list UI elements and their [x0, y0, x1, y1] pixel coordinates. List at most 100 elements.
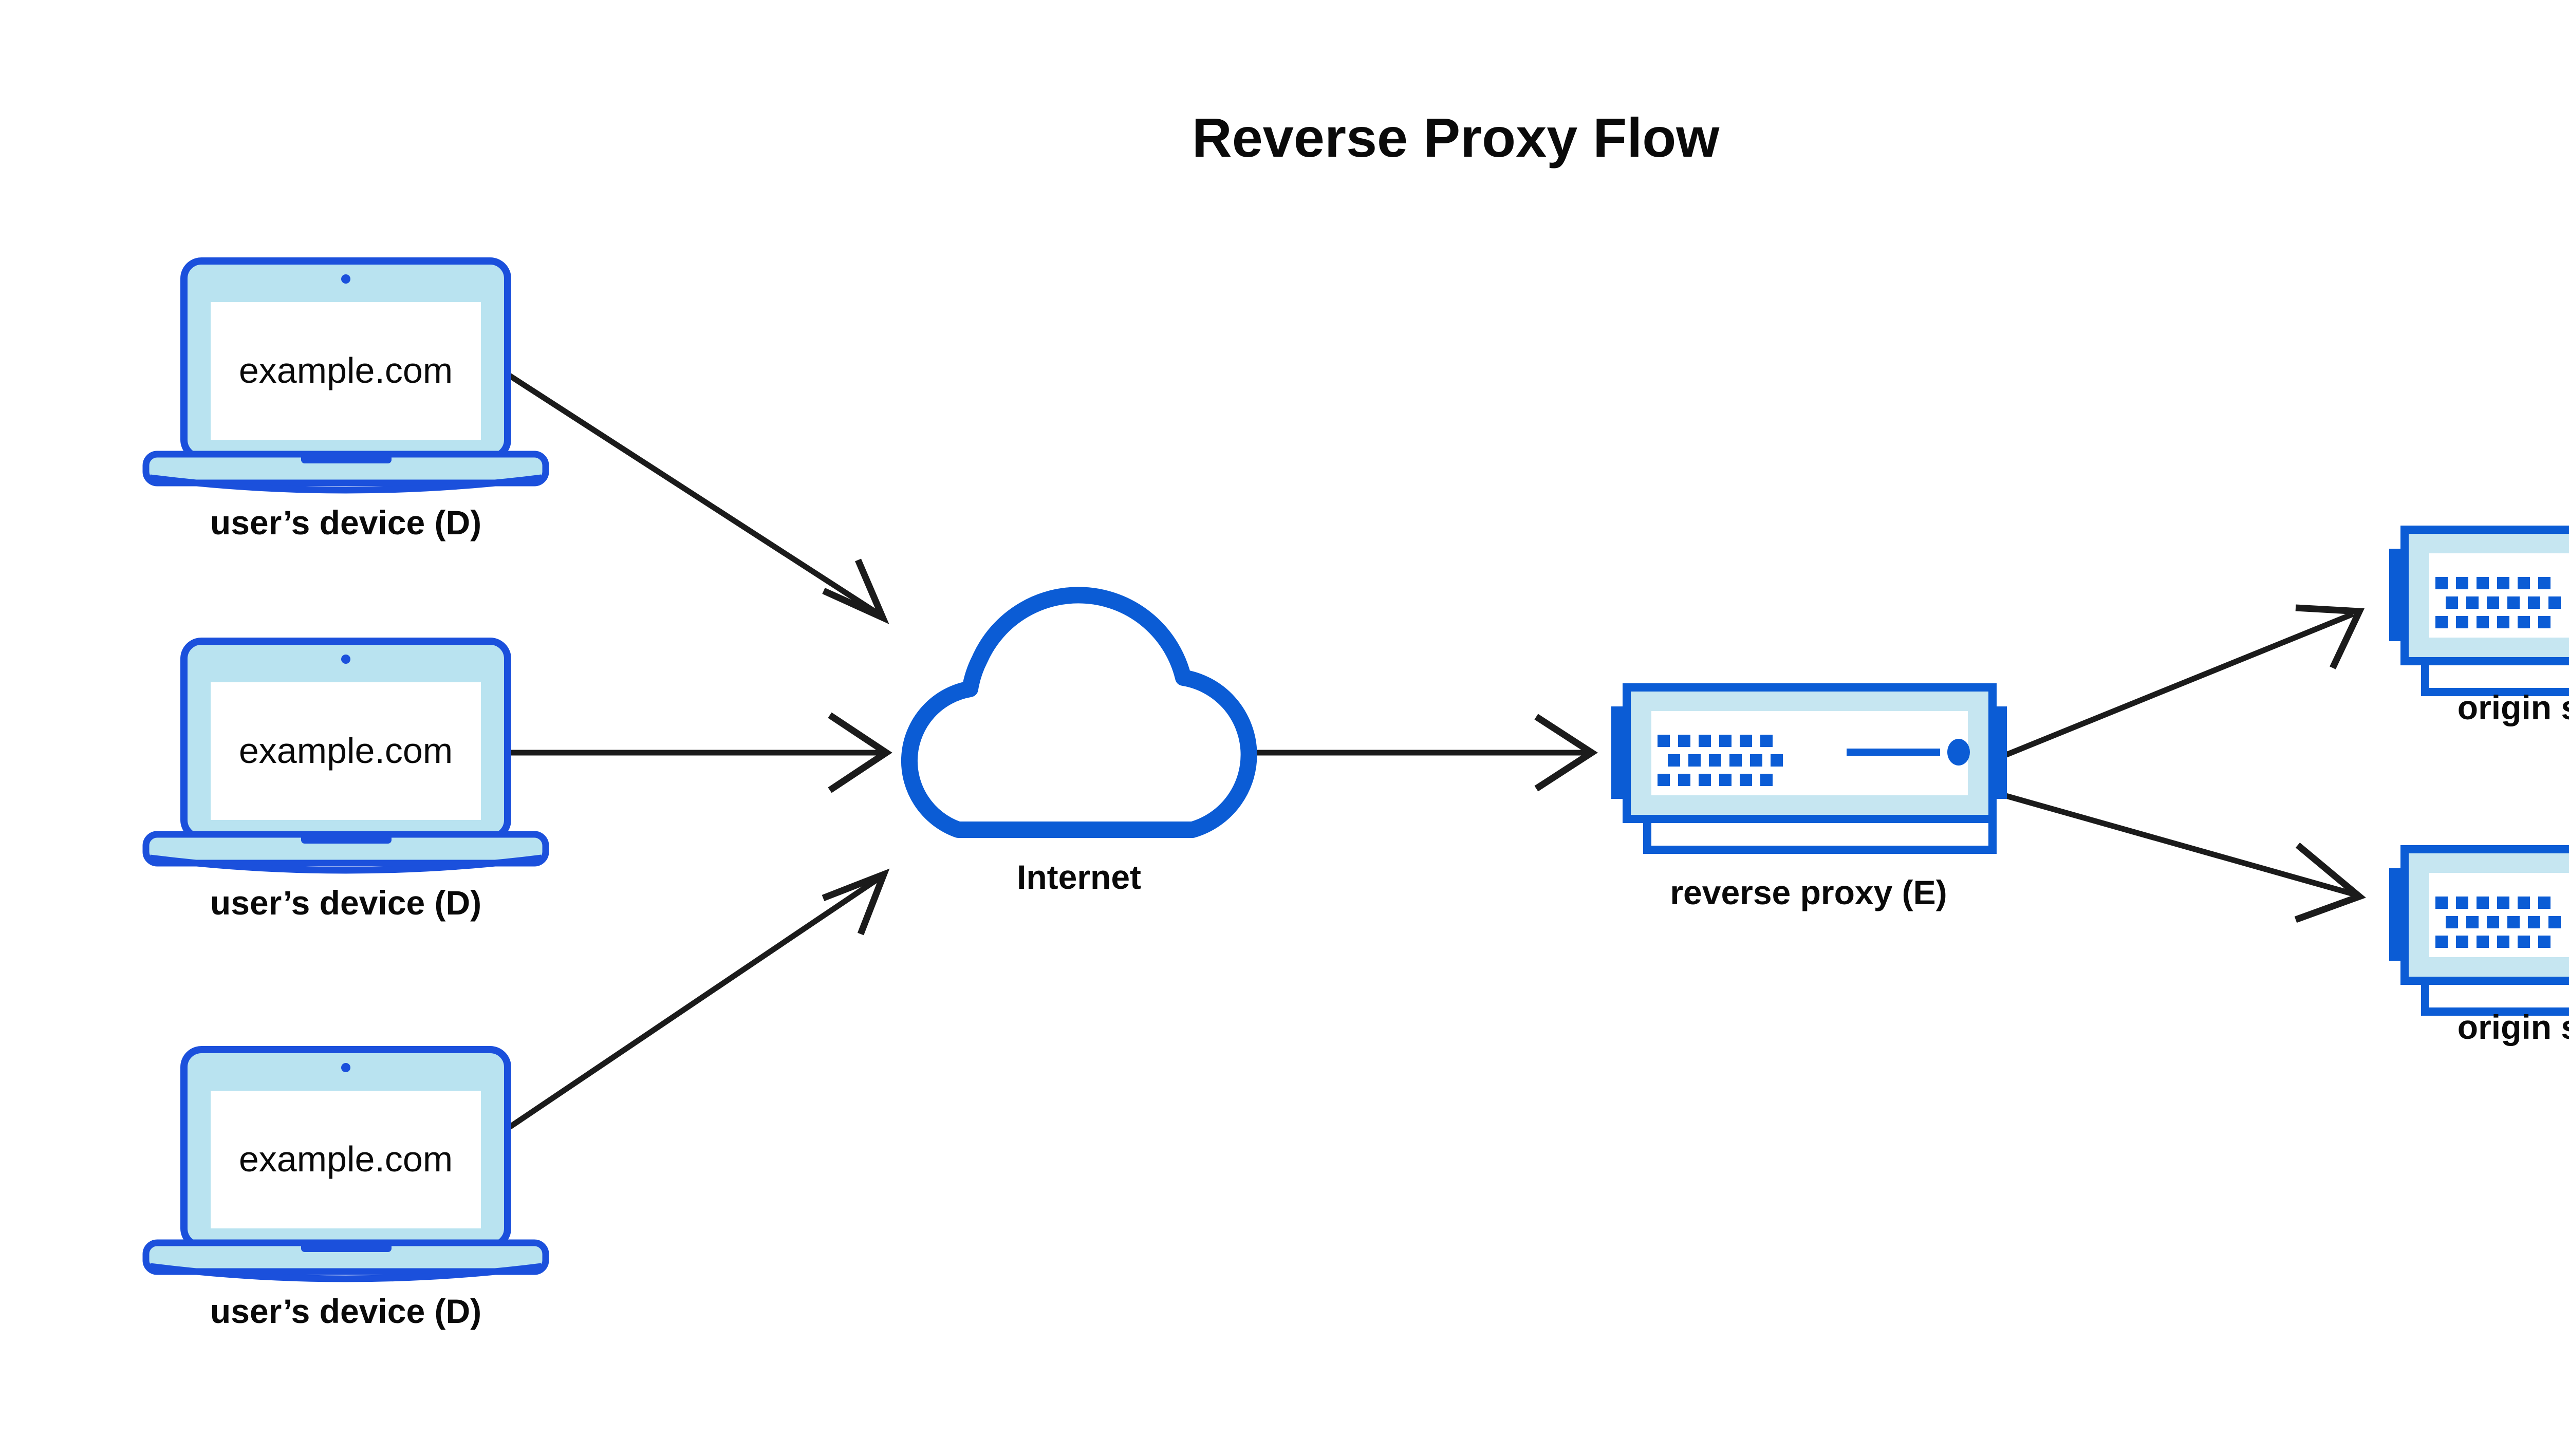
server-vent-square: [2538, 616, 2551, 628]
client-bottom-label: user’s device (D): [210, 1292, 481, 1330]
client-screen-text: example.com: [239, 731, 453, 771]
origin-bottom-group[interactable]: origin server (F): [2389, 845, 2569, 1046]
laptop-base-lip: [150, 1263, 542, 1282]
server-vent-square: [1658, 735, 1670, 747]
server-status-dot-icon: [1947, 739, 1970, 766]
server-vent-square: [1658, 774, 1670, 786]
server-vent-square: [1709, 754, 1721, 767]
server-vent-square: [1678, 774, 1690, 786]
server-icon: [1611, 683, 2007, 854]
flow-internet-to-proxy: [1254, 714, 1598, 792]
laptop-screen: [211, 302, 481, 440]
laptop-icon: [142, 1046, 549, 1282]
server-vent-square: [2477, 897, 2489, 909]
server-vent-square: [2538, 897, 2551, 909]
client-top-group[interactable]: example.com user’s device (D): [142, 257, 549, 542]
laptop-icon: [142, 638, 549, 874]
cloud-icon: [901, 587, 1257, 838]
flow-client-top-to-internet: [507, 372, 889, 624]
internet-label: Internet: [1017, 858, 1141, 896]
flow-client-middle-to-internet: [509, 712, 892, 793]
client-top-label: user’s device (D): [210, 503, 481, 542]
server-vent-square: [2477, 936, 2489, 948]
origin-bottom-label: origin server (F): [2458, 1008, 2569, 1046]
laptop-base-lip: [150, 854, 542, 874]
server-base-shelf: [2421, 977, 2569, 1016]
laptop-icon: [142, 257, 549, 494]
client-middle-label: user’s device (D): [210, 884, 481, 922]
server-vent-square: [2548, 916, 2561, 928]
server-vent-square: [1688, 754, 1701, 767]
server-base-shelf: [1643, 815, 1997, 854]
laptop-camera-icon: [341, 1063, 350, 1072]
server-vent-square: [2507, 596, 2520, 609]
server-vent-square: [1699, 735, 1711, 747]
server-vent-square: [2466, 596, 2479, 609]
laptop-base-lip: [150, 474, 542, 494]
server-vent-square: [1678, 735, 1690, 747]
server-vent-square: [2466, 916, 2479, 928]
server-vent-square: [2435, 616, 2448, 628]
server-vent-square: [2538, 577, 2551, 589]
server-vent-square: [2497, 616, 2509, 628]
client-bottom-group[interactable]: example.com user’s device (D): [142, 1046, 549, 1330]
origin-top-group[interactable]: origin server (F): [2389, 526, 2569, 726]
laptop-screen: [211, 1091, 481, 1228]
reverse-proxy-group[interactable]: reverse proxy (E): [1611, 683, 2007, 911]
flow-proxy-to-origin-top: [1997, 604, 2365, 761]
flow-proxy-to-origin-bottom: [1998, 791, 2366, 923]
laptop-trackpad-notch: [301, 454, 392, 463]
server-vent-square: [1771, 754, 1783, 767]
server-vent-square: [1729, 754, 1742, 767]
laptop-trackpad-notch: [301, 1243, 392, 1252]
server-vent-square: [1740, 735, 1752, 747]
server-vent-square: [2477, 577, 2489, 589]
reverse-proxy-label: reverse proxy (E): [1670, 873, 1947, 911]
server-vent-square: [2538, 936, 2551, 948]
server-vent-square: [1760, 735, 1773, 747]
server-vent-square: [2548, 596, 2561, 609]
server-vent-square: [1719, 774, 1732, 786]
laptop-camera-icon: [341, 655, 350, 664]
server-vent-square: [2518, 936, 2530, 948]
server-vent-square: [1740, 774, 1752, 786]
origin-top-label: origin server (F): [2458, 688, 2569, 726]
server-icon: [2389, 845, 2569, 1016]
flow-arrows-layer: [507, 372, 2366, 1130]
server-vent-square: [1760, 774, 1773, 786]
server-vent-square: [2497, 577, 2509, 589]
server-vent-square: [2435, 936, 2448, 948]
client-middle-group[interactable]: example.com user’s device (D): [142, 638, 549, 922]
server-vent-square: [2528, 596, 2540, 609]
server-vent-square: [2456, 616, 2468, 628]
server-vent-square: [1719, 735, 1732, 747]
server-vent-square: [1750, 754, 1762, 767]
server-vent-square: [2487, 916, 2499, 928]
internet-group[interactable]: Internet: [901, 587, 1257, 896]
server-vent-square: [2518, 577, 2530, 589]
client-screen-text: example.com: [239, 350, 453, 390]
server-vent-square: [2528, 916, 2540, 928]
server-vent-square: [2435, 897, 2448, 909]
server-vent-square: [2518, 897, 2530, 909]
client-screen-text: example.com: [239, 1139, 453, 1179]
server-vent-square: [1668, 754, 1680, 767]
server-base-shelf: [2421, 657, 2569, 696]
server-vent-square: [2456, 897, 2468, 909]
server-vent-square: [2477, 616, 2489, 628]
server-vent-square: [2435, 577, 2448, 589]
server-vent-square: [2497, 897, 2509, 909]
server-vent-square: [2507, 916, 2520, 928]
server-vent-square: [2446, 596, 2458, 609]
server-vent-square: [2446, 916, 2458, 928]
server-icon: [2389, 526, 2569, 696]
laptop-trackpad-notch: [301, 834, 392, 844]
server-vent-square: [2456, 936, 2468, 948]
page-title: Reverse Proxy Flow: [1192, 106, 1720, 169]
laptop-camera-icon: [341, 274, 350, 284]
laptop-screen: [211, 682, 481, 820]
flow-client-bottom-to-internet: [507, 868, 890, 1130]
server-vent-square: [2497, 936, 2509, 948]
